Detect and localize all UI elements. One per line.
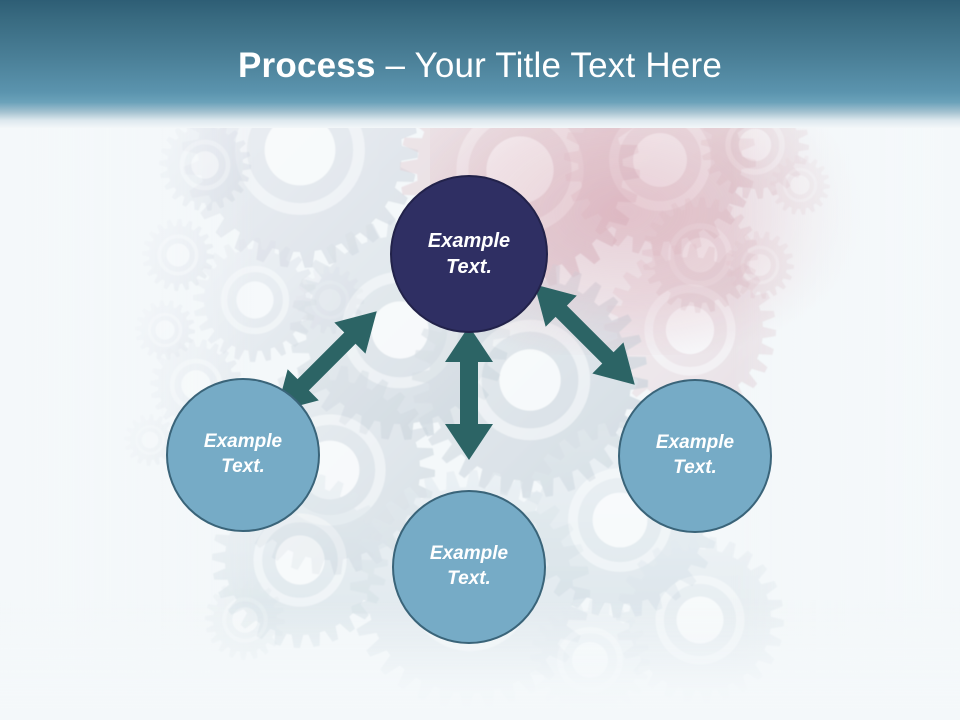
node-left-line2: Text.	[221, 456, 265, 477]
node-bottom[interactable]: Example Text.	[392, 490, 546, 644]
node-left-line1: Example	[203, 431, 283, 453]
node-center-line1: Example	[427, 230, 511, 252]
title-strong: Process	[238, 46, 376, 85]
node-bottom-line1: Example	[429, 543, 509, 565]
arrow-vertical	[445, 326, 493, 460]
arrow-left-diagonal	[276, 311, 377, 412]
node-right[interactable]: Example Text.	[618, 379, 772, 533]
node-center[interactable]: Example Text.	[390, 175, 548, 333]
node-bottom-line2: Text.	[447, 568, 491, 589]
page-title: Process – Your Title Text Here	[0, 46, 960, 86]
arrow-right-diagonal	[534, 284, 635, 385]
node-left[interactable]: Example Text.	[166, 378, 320, 532]
title-rest: – Your Title Text Here	[375, 46, 722, 85]
node-center-line2: Text.	[446, 256, 492, 278]
node-right-line1: Example	[655, 432, 735, 454]
node-right-line2: Text.	[673, 457, 717, 478]
